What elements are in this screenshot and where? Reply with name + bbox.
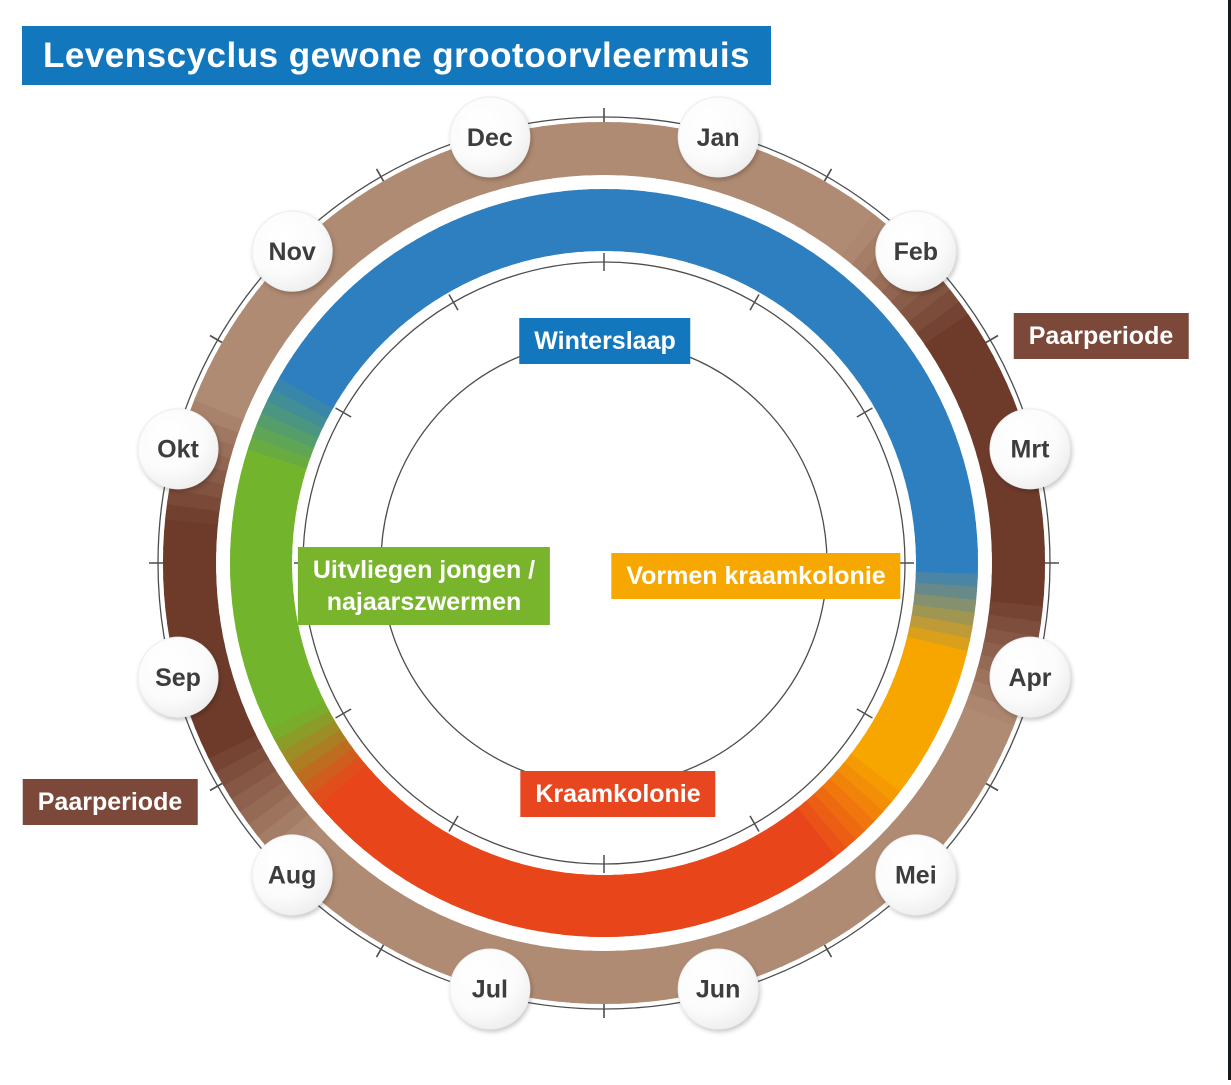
- phase-label-paarperiode-left: Paarperiode: [22, 779, 198, 825]
- month-boundary-tick: [448, 815, 459, 832]
- month-label: Apr: [1008, 664, 1051, 692]
- month-badge-jan: Jan: [677, 96, 759, 178]
- month-label: Jun: [696, 976, 740, 1004]
- month-label: Jul: [472, 976, 508, 1004]
- outer-mating-ring: [163, 122, 1045, 1004]
- month-badge-aug: Aug: [251, 834, 333, 916]
- month-boundary-tick: [749, 815, 760, 832]
- month-boundary-tick: [749, 294, 760, 311]
- month-label: Dec: [467, 124, 513, 152]
- month-boundary-tick: [335, 407, 352, 418]
- phase-label-uitvliegen-line1: Uitvliegen jongen /: [312, 556, 536, 584]
- phase-label-uitvliegen-najaarszwermen: Uitvliegen jongen / najaarszwermen: [297, 547, 551, 625]
- phase-label-paarperiode-right: Paarperiode: [1013, 313, 1189, 359]
- month-boundary-tick: [335, 708, 352, 719]
- month-badge-feb: Feb: [875, 210, 957, 292]
- page-title: Levenscyclus gewone grootoorvleermuis: [22, 26, 771, 85]
- month-badge-jun: Jun: [677, 948, 759, 1030]
- month-boundary-tick: [856, 708, 873, 719]
- phase-label-winterslaap: Winterslaap: [519, 318, 691, 364]
- month-badge-dec: Dec: [449, 96, 531, 178]
- month-label: Mei: [895, 862, 937, 890]
- month-badge-apr: Apr: [989, 636, 1071, 718]
- month-badge-nov: Nov: [251, 210, 333, 292]
- month-label: Aug: [268, 862, 317, 890]
- phase-label-vormen-kraamkolonie: Vormen kraamkolonie: [611, 553, 901, 599]
- month-label: Mrt: [1011, 436, 1051, 464]
- phase-label-uitvliegen-line2: najaarszwermen: [326, 588, 522, 616]
- month-badge-okt: Okt: [137, 408, 219, 490]
- month-badge-sep: Sep: [137, 636, 219, 718]
- screenshot-right-edge: [1228, 0, 1231, 1080]
- month-label: Okt: [157, 436, 199, 464]
- phase-label-kraamkolonie: Kraamkolonie: [520, 771, 716, 817]
- inner-phase-ring: [230, 189, 978, 937]
- month-label: Sep: [155, 664, 201, 692]
- month-badge-mrt: Mrt: [989, 408, 1071, 490]
- month-label: Jan: [697, 124, 740, 152]
- month-badge-mei: Mei: [875, 834, 957, 916]
- month-label: Feb: [894, 238, 938, 266]
- month-boundary-tick: [448, 294, 459, 311]
- month-boundary-tick: [856, 407, 873, 418]
- month-label: Nov: [269, 238, 316, 266]
- month-badge-jul: Jul: [449, 948, 531, 1030]
